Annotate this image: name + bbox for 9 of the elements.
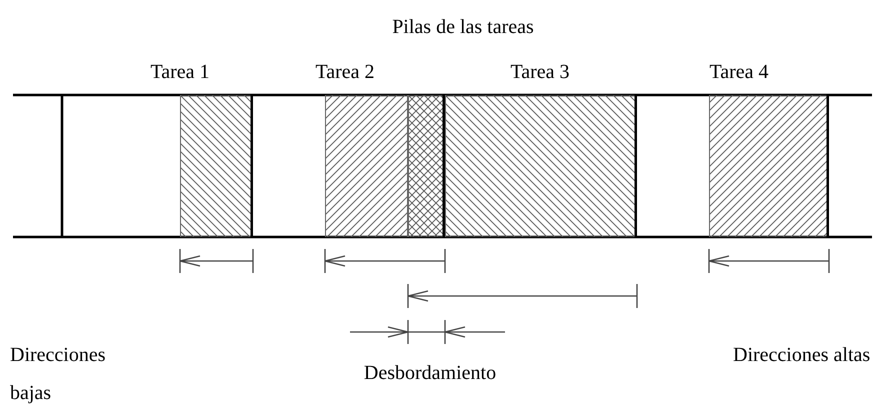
- address-label: Direcciones bajas: [10, 343, 107, 406]
- address-label: Direcciones altas: [733, 343, 872, 368]
- task-label: Tarea 3: [509, 60, 571, 84]
- stack-block: [408, 95, 445, 237]
- address-label: Desbordamiento: [362, 361, 498, 386]
- task-label: Tarea 1: [149, 60, 211, 84]
- title: Pilas de las tareas: [391, 15, 535, 39]
- task-label: Tarea 4: [708, 60, 770, 84]
- task-label: Tarea 2: [314, 60, 376, 84]
